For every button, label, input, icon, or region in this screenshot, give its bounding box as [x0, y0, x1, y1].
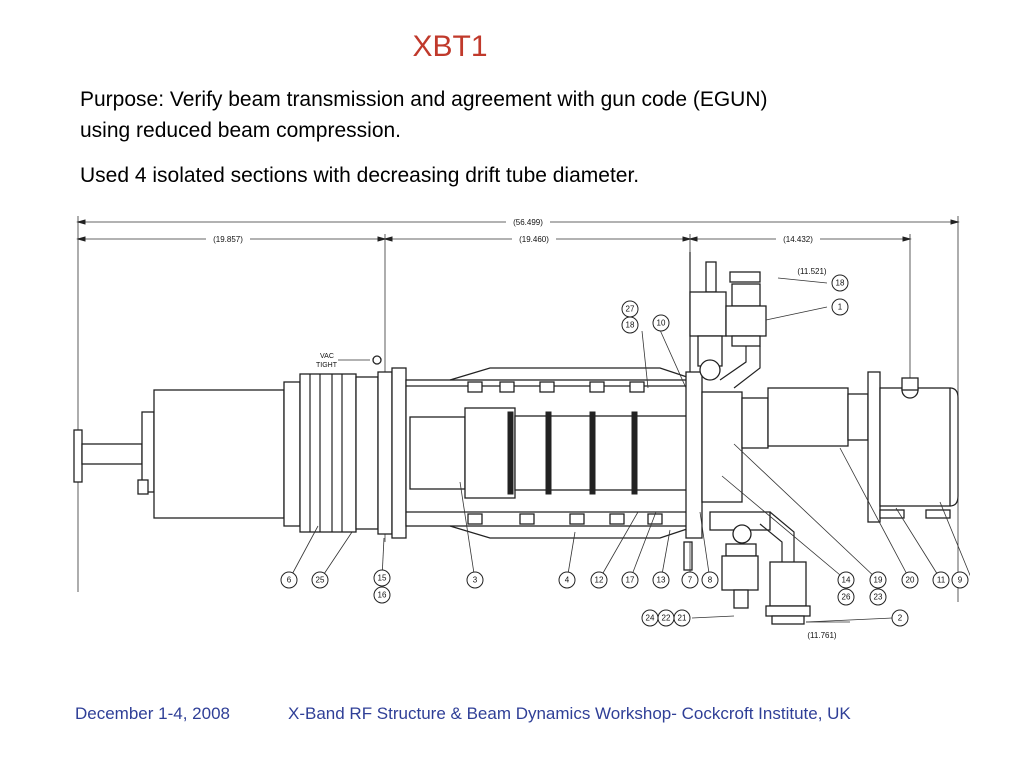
dim-middle: (19.460) — [519, 235, 549, 244]
callout-6: 6 — [280, 571, 298, 589]
callout-2: 2 — [891, 609, 909, 627]
leader-lines — [288, 277, 970, 623]
svg-text:25: 25 — [316, 576, 325, 585]
dimension-labels: (56.499) (19.857) (19.460) (14.432) (11.… — [206, 217, 837, 640]
callout-18-upper-left: 18 — [621, 316, 639, 334]
callout-20: 20 — [901, 571, 919, 589]
svg-text:15: 15 — [378, 574, 387, 583]
sections-paragraph: Used 4 isolated sections with decreasing… — [80, 164, 640, 187]
callout-9: 9 — [951, 571, 969, 589]
upper-window-assembly — [689, 252, 767, 389]
callout-21: 21 — [673, 609, 691, 627]
svg-text:VAC: VAC — [320, 353, 334, 360]
output-section — [701, 371, 959, 523]
svg-text:17: 17 — [626, 576, 635, 585]
callout-10: 10 — [652, 314, 670, 332]
callout-25: 25 — [311, 571, 329, 589]
svg-text:18: 18 — [836, 279, 845, 288]
cavity-section — [405, 367, 703, 539]
dim-left: (19.857) — [213, 235, 243, 244]
svg-text:27: 27 — [626, 305, 635, 314]
callout-4: 4 — [558, 571, 576, 589]
callout-23: 23 — [869, 588, 887, 606]
svg-text:4: 4 — [565, 576, 570, 585]
callout-7: 7 — [681, 571, 699, 589]
svg-text:20: 20 — [906, 576, 915, 585]
svg-text:21: 21 — [678, 614, 687, 623]
svg-text:23: 23 — [874, 593, 883, 602]
callout-22: 22 — [657, 609, 675, 627]
dim-overall: (56.499) — [513, 218, 543, 227]
callout-26: 26 — [837, 588, 855, 606]
purpose-paragraph: Purpose: Verify beam transmission and ag… — [80, 88, 768, 142]
svg-text:11: 11 — [937, 576, 946, 585]
callout-27: 27 — [621, 300, 639, 318]
svg-text:6: 6 — [287, 576, 292, 585]
vac-tight-label: VAC TIGHT — [316, 353, 382, 369]
dim-bottom-right: (11.761) — [807, 631, 837, 640]
callout-18-upper-right: 18 — [831, 274, 849, 292]
footer-event: X-Band RF Structure & Beam Dynamics Work… — [288, 704, 851, 723]
svg-text:14: 14 — [842, 576, 851, 585]
slide-title: XBT1 — [412, 30, 488, 63]
callout-15: 15 — [373, 569, 391, 587]
gun-assembly — [73, 367, 407, 539]
svg-text:9: 9 — [958, 576, 963, 585]
svg-text:19: 19 — [874, 576, 883, 585]
callout-3: 3 — [466, 571, 484, 589]
svg-text:10: 10 — [657, 319, 666, 328]
svg-text:24: 24 — [646, 614, 655, 623]
dim-right: (14.432) — [783, 235, 813, 244]
callout-1: 1 — [831, 298, 849, 316]
callout-11: 11 — [932, 571, 950, 589]
callout-13: 13 — [652, 571, 670, 589]
footer-date: December 1-4, 2008 — [75, 704, 230, 723]
dim-top-right: (11.521) — [797, 267, 827, 276]
callout-12: 12 — [590, 571, 608, 589]
callout-14: 14 — [837, 571, 855, 589]
klystron-assembly-drawing: (56.499) (19.857) (19.460) (14.432) (11.… — [73, 216, 970, 640]
svg-text:12: 12 — [595, 576, 604, 585]
svg-text:7: 7 — [688, 576, 693, 585]
svg-text:1: 1 — [838, 303, 843, 312]
callout-24: 24 — [641, 609, 659, 627]
lower-window-assembly — [683, 511, 850, 625]
svg-text:16: 16 — [378, 591, 387, 600]
svg-text:22: 22 — [662, 614, 671, 623]
callout-19: 19 — [869, 571, 887, 589]
svg-text:3: 3 — [473, 576, 478, 585]
svg-text:18: 18 — [626, 321, 635, 330]
svg-text:TIGHT: TIGHT — [316, 362, 338, 369]
callout-8: 8 — [701, 571, 719, 589]
callout-16: 16 — [373, 586, 391, 604]
svg-text:13: 13 — [657, 576, 666, 585]
svg-text:8: 8 — [708, 576, 713, 585]
callout-17: 17 — [621, 571, 639, 589]
svg-text:26: 26 — [842, 593, 851, 602]
svg-text:2: 2 — [898, 614, 903, 623]
